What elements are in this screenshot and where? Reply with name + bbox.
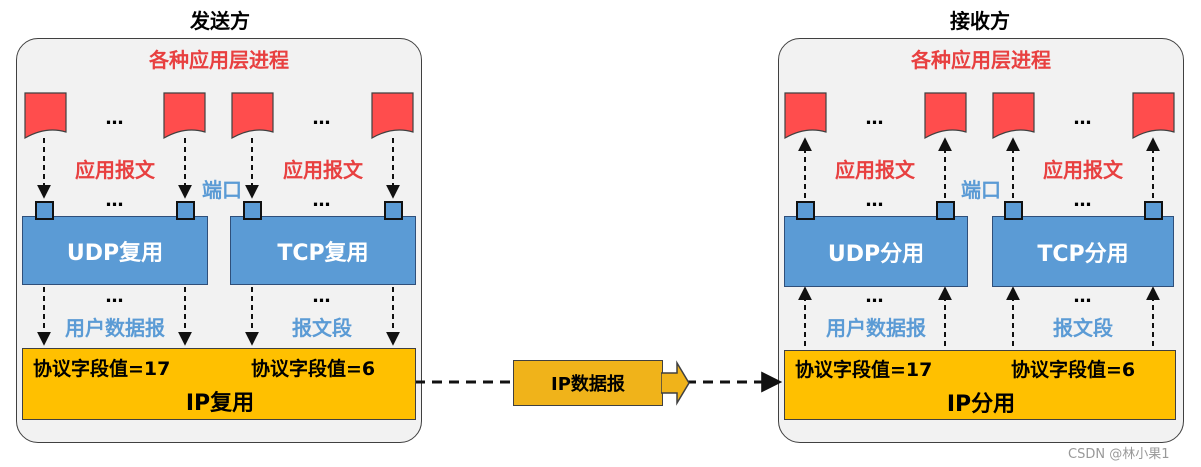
receiver-udp-app-message: 应用报文 bbox=[835, 158, 915, 182]
sender-udp-protocol-field: 协议字段值=17 bbox=[33, 358, 171, 380]
ellipsis: … bbox=[865, 286, 885, 307]
ellipsis: … bbox=[1073, 286, 1093, 307]
port-icon bbox=[1004, 201, 1023, 220]
receiver-up-arrows-top bbox=[798, 137, 1160, 198]
document-icon bbox=[924, 92, 967, 140]
port-icon bbox=[1144, 201, 1163, 220]
ellipsis: … bbox=[865, 108, 885, 129]
sender-port-label: 端口 bbox=[202, 178, 242, 202]
sender-udp-mux-box: UDP复用 bbox=[22, 216, 208, 285]
sender-tcp-app-message: 应用报文 bbox=[283, 158, 363, 182]
port-icon bbox=[936, 201, 955, 220]
sender-tcp-segment-label: 报文段 bbox=[292, 316, 352, 340]
receiver-tcp-protocol-field: 协议字段值=6 bbox=[1011, 359, 1136, 381]
sender-udp-app-message: 应用报文 bbox=[75, 158, 155, 182]
receiver-udp-protocol-field: 协议字段值=17 bbox=[795, 359, 933, 381]
document-icon bbox=[163, 92, 206, 140]
sender-title: 发送方 bbox=[190, 9, 250, 33]
document-icon bbox=[1132, 92, 1175, 140]
ellipsis: … bbox=[105, 108, 125, 129]
receiver-tcp-demux-box: TCP分用 bbox=[992, 216, 1174, 287]
sender-ip-mux-label: IP复用 bbox=[185, 391, 255, 416]
receiver-up-arrows-bottom bbox=[798, 286, 1160, 346]
document-icon bbox=[24, 92, 67, 140]
ip-datagram-box: IP数据报 bbox=[513, 360, 663, 406]
ellipsis: … bbox=[105, 286, 125, 307]
document-icon bbox=[371, 92, 414, 140]
port-icon bbox=[35, 201, 54, 220]
port-icon bbox=[176, 201, 195, 220]
port-icon bbox=[243, 201, 262, 220]
sender-tcp-protocol-field: 协议字段值=6 bbox=[251, 358, 376, 380]
receiver-ip-demux-box: 协议字段值=17 协议字段值=6 IP分用 bbox=[784, 350, 1176, 420]
ellipsis: … bbox=[105, 190, 125, 211]
ellipsis: … bbox=[865, 190, 885, 211]
ip-datagram-arrowhead bbox=[661, 360, 690, 406]
ellipsis: … bbox=[1073, 108, 1093, 129]
ellipsis: … bbox=[312, 286, 332, 307]
receiver-tcp-segment-label: 报文段 bbox=[1053, 316, 1113, 340]
sender-ip-mux-box: 协议字段值=17 协议字段值=6 IP复用 bbox=[22, 348, 416, 420]
port-icon bbox=[796, 201, 815, 220]
document-icon bbox=[784, 92, 827, 140]
ellipsis: … bbox=[312, 190, 332, 211]
sender-down-arrows-bottom bbox=[37, 287, 400, 346]
receiver-port-label: 端口 bbox=[961, 178, 1001, 202]
document-icon bbox=[231, 92, 274, 140]
watermark: CSDN @林小果1 bbox=[1068, 447, 1170, 462]
receiver-processes-label: 各种应用层进程 bbox=[911, 48, 1051, 72]
receiver-app-documents bbox=[784, 92, 1175, 140]
sender-udp-segment-label: 用户数据报 bbox=[65, 316, 165, 340]
port-icon bbox=[384, 201, 403, 220]
sender-processes-label: 各种应用层进程 bbox=[149, 48, 289, 72]
receiver-title: 接收方 bbox=[950, 9, 1010, 33]
receiver-tcp-app-message: 应用报文 bbox=[1043, 158, 1123, 182]
receiver-udp-segment-label: 用户数据报 bbox=[826, 316, 926, 340]
sender-down-arrows-top bbox=[37, 138, 400, 199]
sender-tcp-mux-box: TCP复用 bbox=[230, 216, 416, 285]
receiver-ip-demux-label: IP分用 bbox=[946, 392, 1016, 417]
ellipsis: … bbox=[1073, 190, 1093, 211]
ellipsis: … bbox=[312, 108, 332, 129]
receiver-udp-demux-box: UDP分用 bbox=[784, 216, 968, 287]
sender-app-documents bbox=[24, 92, 414, 140]
document-icon bbox=[992, 92, 1035, 140]
